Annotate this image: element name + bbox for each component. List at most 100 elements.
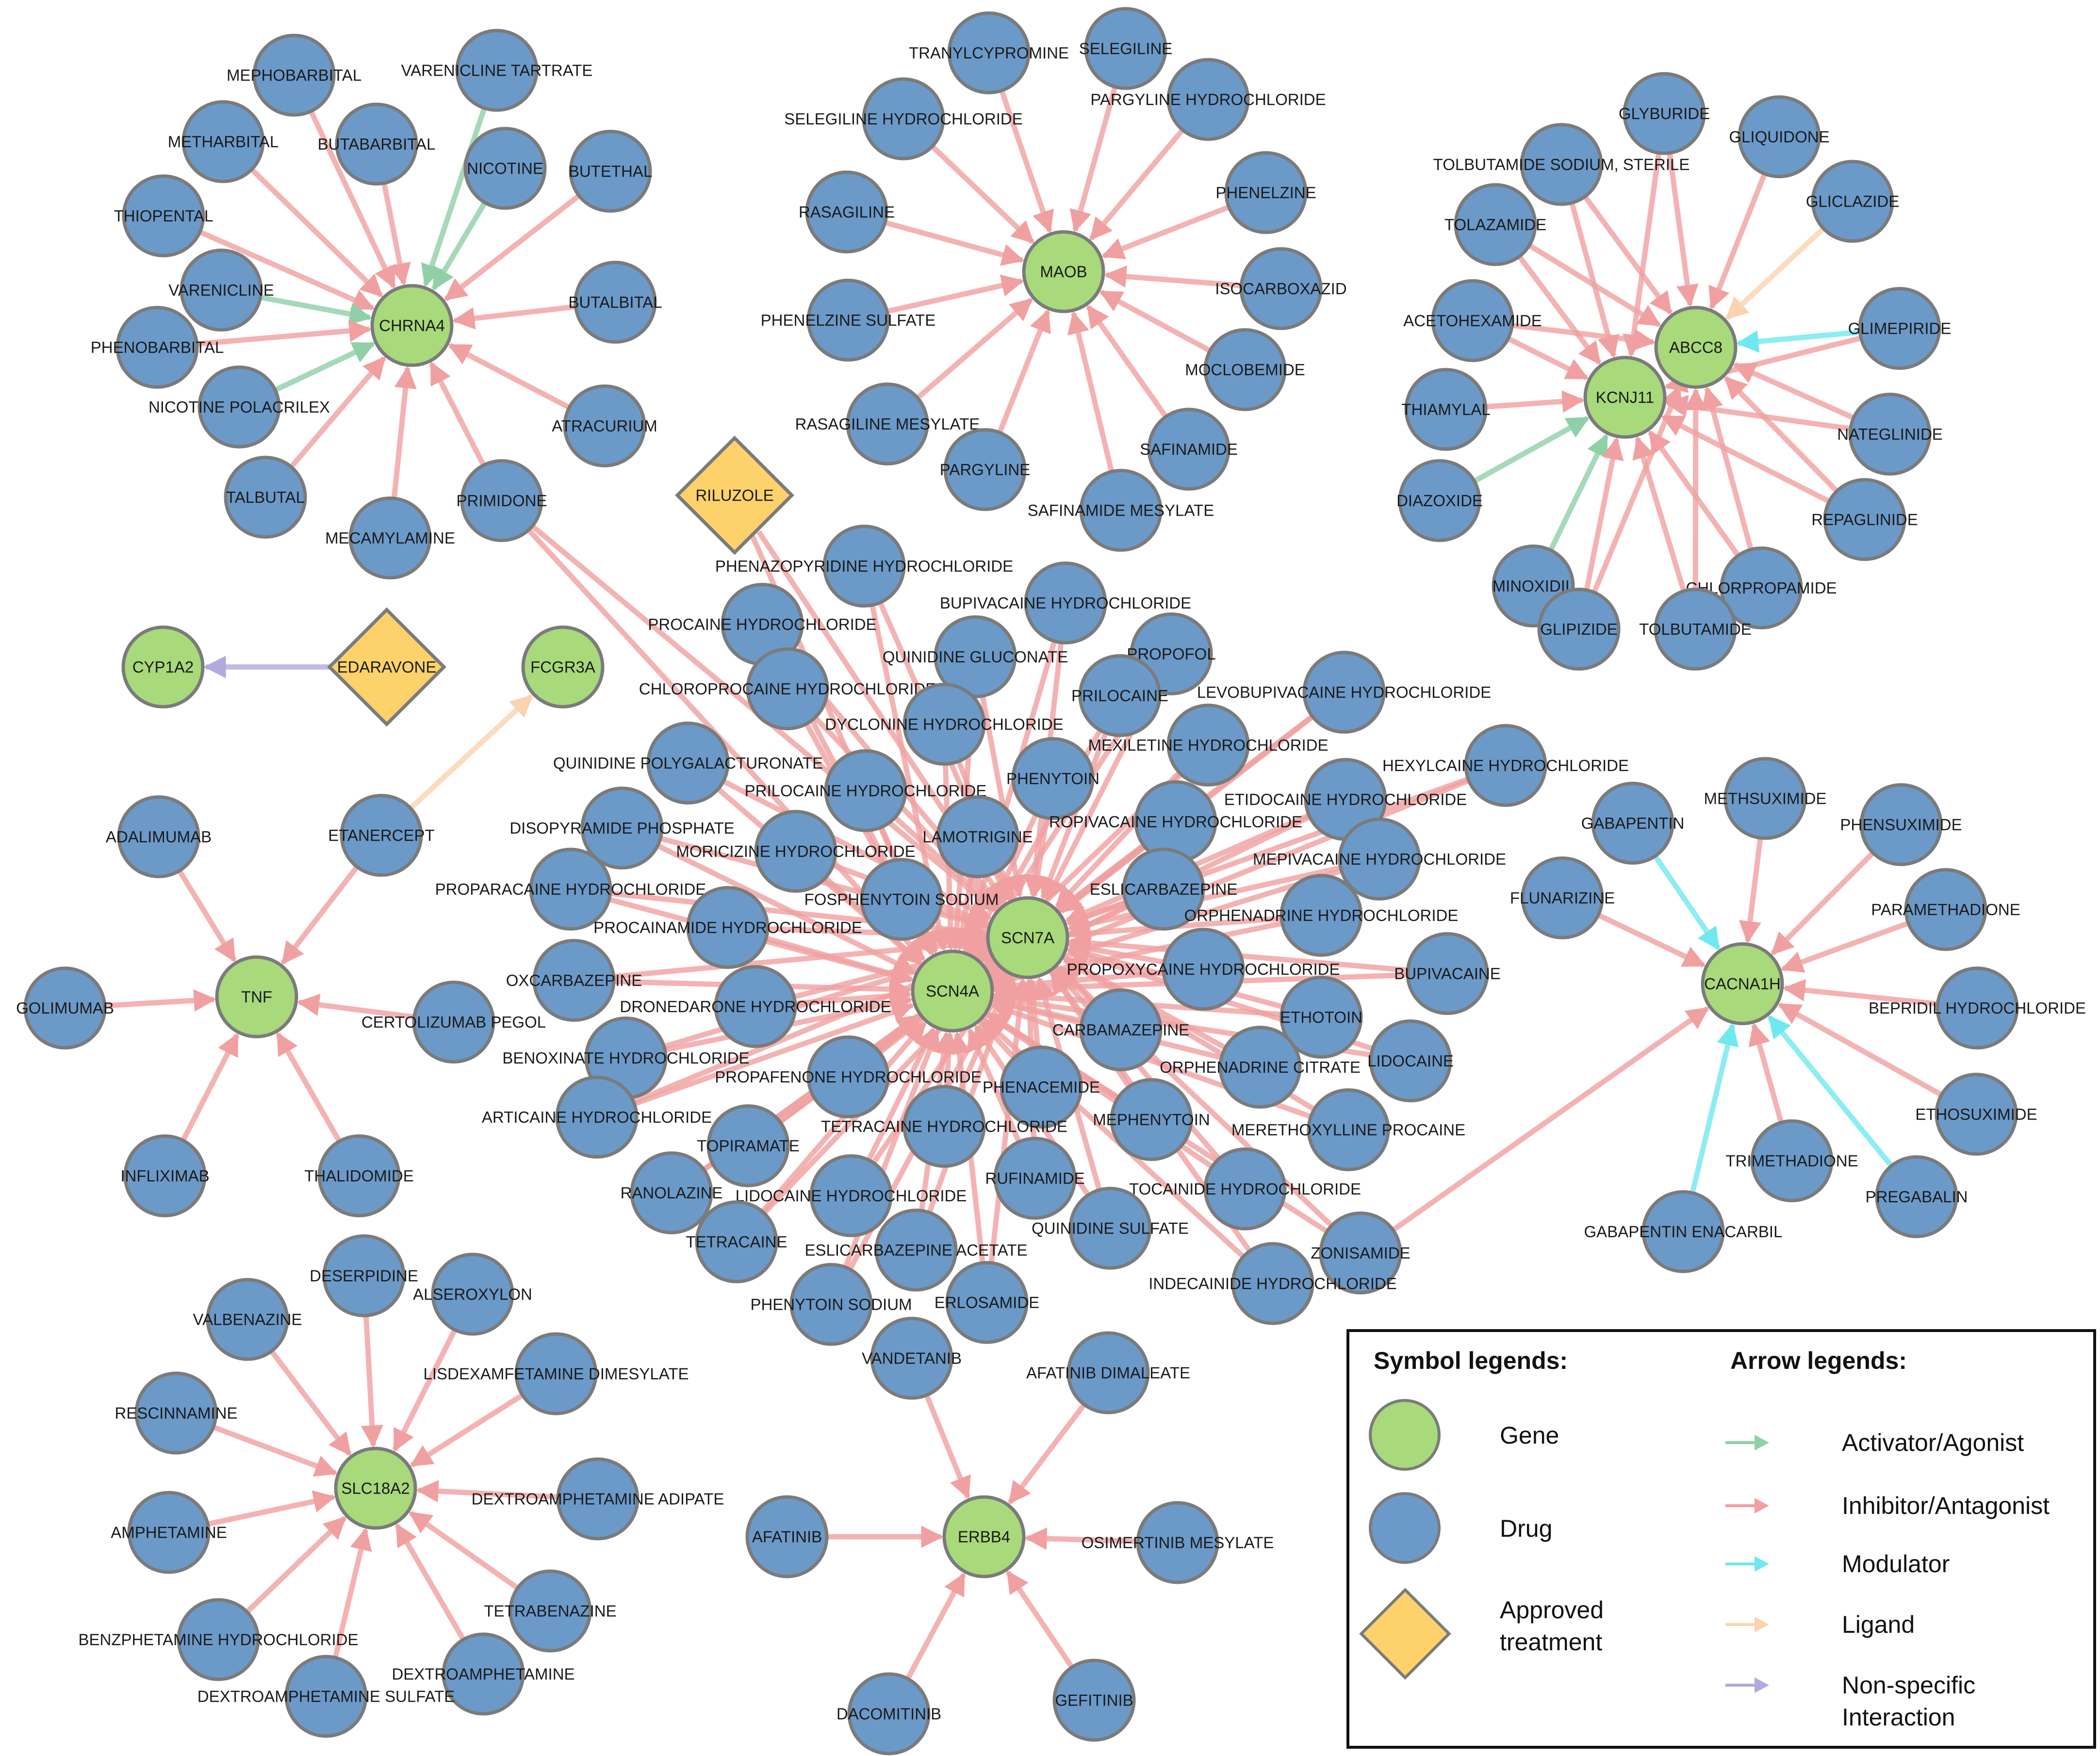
drug-node-bepridil-hydrochloride: BEPRIDIL HYDROCHLORIDE [1869,966,2086,1050]
approved-treatment-label: Approved treatment [1500,1596,1604,1656]
drug-node-methsuximide: METHSUXIMIDE [1704,757,1827,840]
node-label: DACOMITINIB [837,1705,941,1723]
drug-node-trimethadione: TRIMETHADIONE [1725,1119,1858,1203]
node-shape [874,1208,958,1292]
edge-inhibitor [1632,436,1687,592]
drug-node-prilocaine-hydrochloride: PRILOCAINE HYDROCHLORIDE [745,749,986,832]
node-label: BUTETHAL [569,163,652,180]
node-shape [317,1134,401,1218]
node-label: SELEGILINE HYDROCHLORIDE [784,110,1022,128]
node-label: LIDOCAINE HYDROCHLORIDE [736,1187,967,1205]
node-label: ETHOSUXIMIDE [1915,1106,2037,1123]
drug-node-procaine-hydrochloride: PROCAINE HYDROCHLORIDE [648,583,877,666]
drug-node-nicotine-polacrilex: NICOTINE POLACRILEX [148,365,330,449]
drug-node-moclobemide: MOCLOBEMIDE [1185,328,1305,411]
drug-node-oxcarbazepine: OXCARBAZEPINE [506,939,642,1022]
edge-inhibitor [447,342,571,410]
edge-inhibitor [997,309,1051,434]
drug-node-tolbutamide: TOLBUTAMIDE [1639,587,1752,671]
edge-inhibitor [1485,390,1585,413]
node-shape [284,1655,368,1738]
node-label: TRIMETHADIONE [1725,1152,1858,1170]
edge-inhibitor [633,1001,915,1106]
node-shape [580,786,664,870]
node-shape [574,260,657,344]
node-shape [1319,1211,1402,1295]
node-label: ETIDOCAINE HYDROCHLORIDE [1224,791,1467,809]
drug-node-tranylcypromine: TRANYLCYPROMINE [909,11,1069,95]
drug-node-phenelzine: PHENELZINE [1215,151,1316,234]
node-shape [706,1104,790,1187]
edge-inhibitor [1005,1570,1074,1669]
node-shape [1591,781,1674,865]
drug-node-phenacemide: PHENACEMIDE [983,1045,1100,1129]
drug-node-dronedarone-hydrochloride: DRONEDARONE HYDROCHLORIDE [620,965,891,1048]
drug-node-procainamide-hydrochloride: PROCAINAMIDE HYDROCHLORIDE [593,886,862,969]
gene-node-slc18a2: SLC18A2 [334,1447,417,1530]
node-label: KCNJ11 [1596,389,1654,406]
drug-node-gabapentin-enacarbil: GABAPENTIN ENACARBIL [1584,1190,1782,1273]
node-label: TOLBUTAMIDE [1639,620,1752,638]
edge-inhibitor [429,361,486,467]
node-label: BENOXINATE HYDROCHLORIDE [502,1049,749,1067]
edge-ligand [409,694,534,811]
node-shape [335,102,418,186]
node-label: SELEGILINE [1079,40,1173,58]
drug-node-lamotrigine: LAMOTRIGINE [922,795,1033,878]
drug-node-pargyline: PARGYLINE [940,428,1030,511]
drug-node-bupivacaine: BUPIVACAINE [1394,932,1501,1015]
node-label: CHLOROPROCAINE HYDROCHLORIDE [639,680,936,698]
node-shape [412,980,495,1064]
node-shape [121,625,205,709]
drug-node-chlorpropamide: CHLORPROPAMIDE [1686,546,1837,630]
node-shape [936,795,1019,878]
edge-inhibitor [924,1394,971,1499]
node-shape [630,1151,713,1235]
node-shape [122,174,205,258]
node-shape [1066,1331,1150,1415]
drug-node-isocarboxazid: ISOCARBOXAZID [1215,247,1347,330]
node-label: GEFITINIB [1055,1691,1133,1709]
node-label: GABAPENTIN [1581,814,1685,832]
node-label: NATEGLINIDE [1837,425,1943,443]
drug-node-tetrabenazine: TETRABENAZINE [484,1569,617,1653]
drug-node-tolazamide: TOLAZAMIDE [1444,183,1546,266]
node-label: TALBUTAL [226,488,305,506]
node-shape [556,1457,640,1541]
node-label: LIDOCAINE [1367,1052,1454,1070]
node-shape [134,1371,218,1455]
node-shape [1431,279,1514,362]
node-label: RANOLAZINE [621,1184,723,1202]
drug-node-butabarbital: BUTABARBITAL [318,102,435,186]
node-label: DEXTROAMPHETAMINE SULFATE [197,1688,455,1706]
node-label: MECAMYLAMINE [325,529,455,547]
edge-inhibitor [104,989,216,1012]
node-shape [934,615,1017,699]
node-shape [348,496,432,580]
edge-inhibitor [177,869,237,962]
node-label: PROCAINAMIDE HYDROCHLORIDE [593,919,862,937]
node-label: THIAMYLAL [1401,401,1490,419]
node-shape [1404,368,1488,451]
node-shape [1022,230,1105,313]
edge-inhibitor [526,528,926,961]
edge-activator [431,201,487,291]
drug-node-orphenadrine-citrate: ORPHENADRINE CITRATE [1160,1025,1361,1109]
node-shape [1859,783,1943,866]
drug-node-nateglinide: NATEGLINIDE [1837,392,1943,476]
node-shape [1239,247,1323,330]
node-shape [1162,927,1245,1011]
edge-inhibitor [1069,86,1118,233]
edge-inhibitor [1517,255,1602,365]
node-label: INFLIXIMAB [120,1167,209,1185]
drug-node-dextroamphetamine-sulfate: DEXTROAMPHETAMINE SULFATE [197,1655,455,1738]
edge-inhibitor [1748,1023,1784,1123]
node-label: GOLIMUMAB [16,999,114,1017]
drug-node-pregabalin: PREGABALIN [1866,1155,1968,1238]
drug-node-lidocaine-hydrochloride: LIDOCAINE HYDROCHLORIDE [736,1154,967,1237]
drug-node-phenytoin-sodium: PHENYTOIN SODIUM [750,1263,912,1346]
gene-symbol [1369,1399,1441,1471]
drug-node-indecainide-hydrochloride: INDECAINIDE HYDROCHLORIDE [1148,1242,1397,1325]
node-label: DESERPIDINE [310,1267,418,1285]
